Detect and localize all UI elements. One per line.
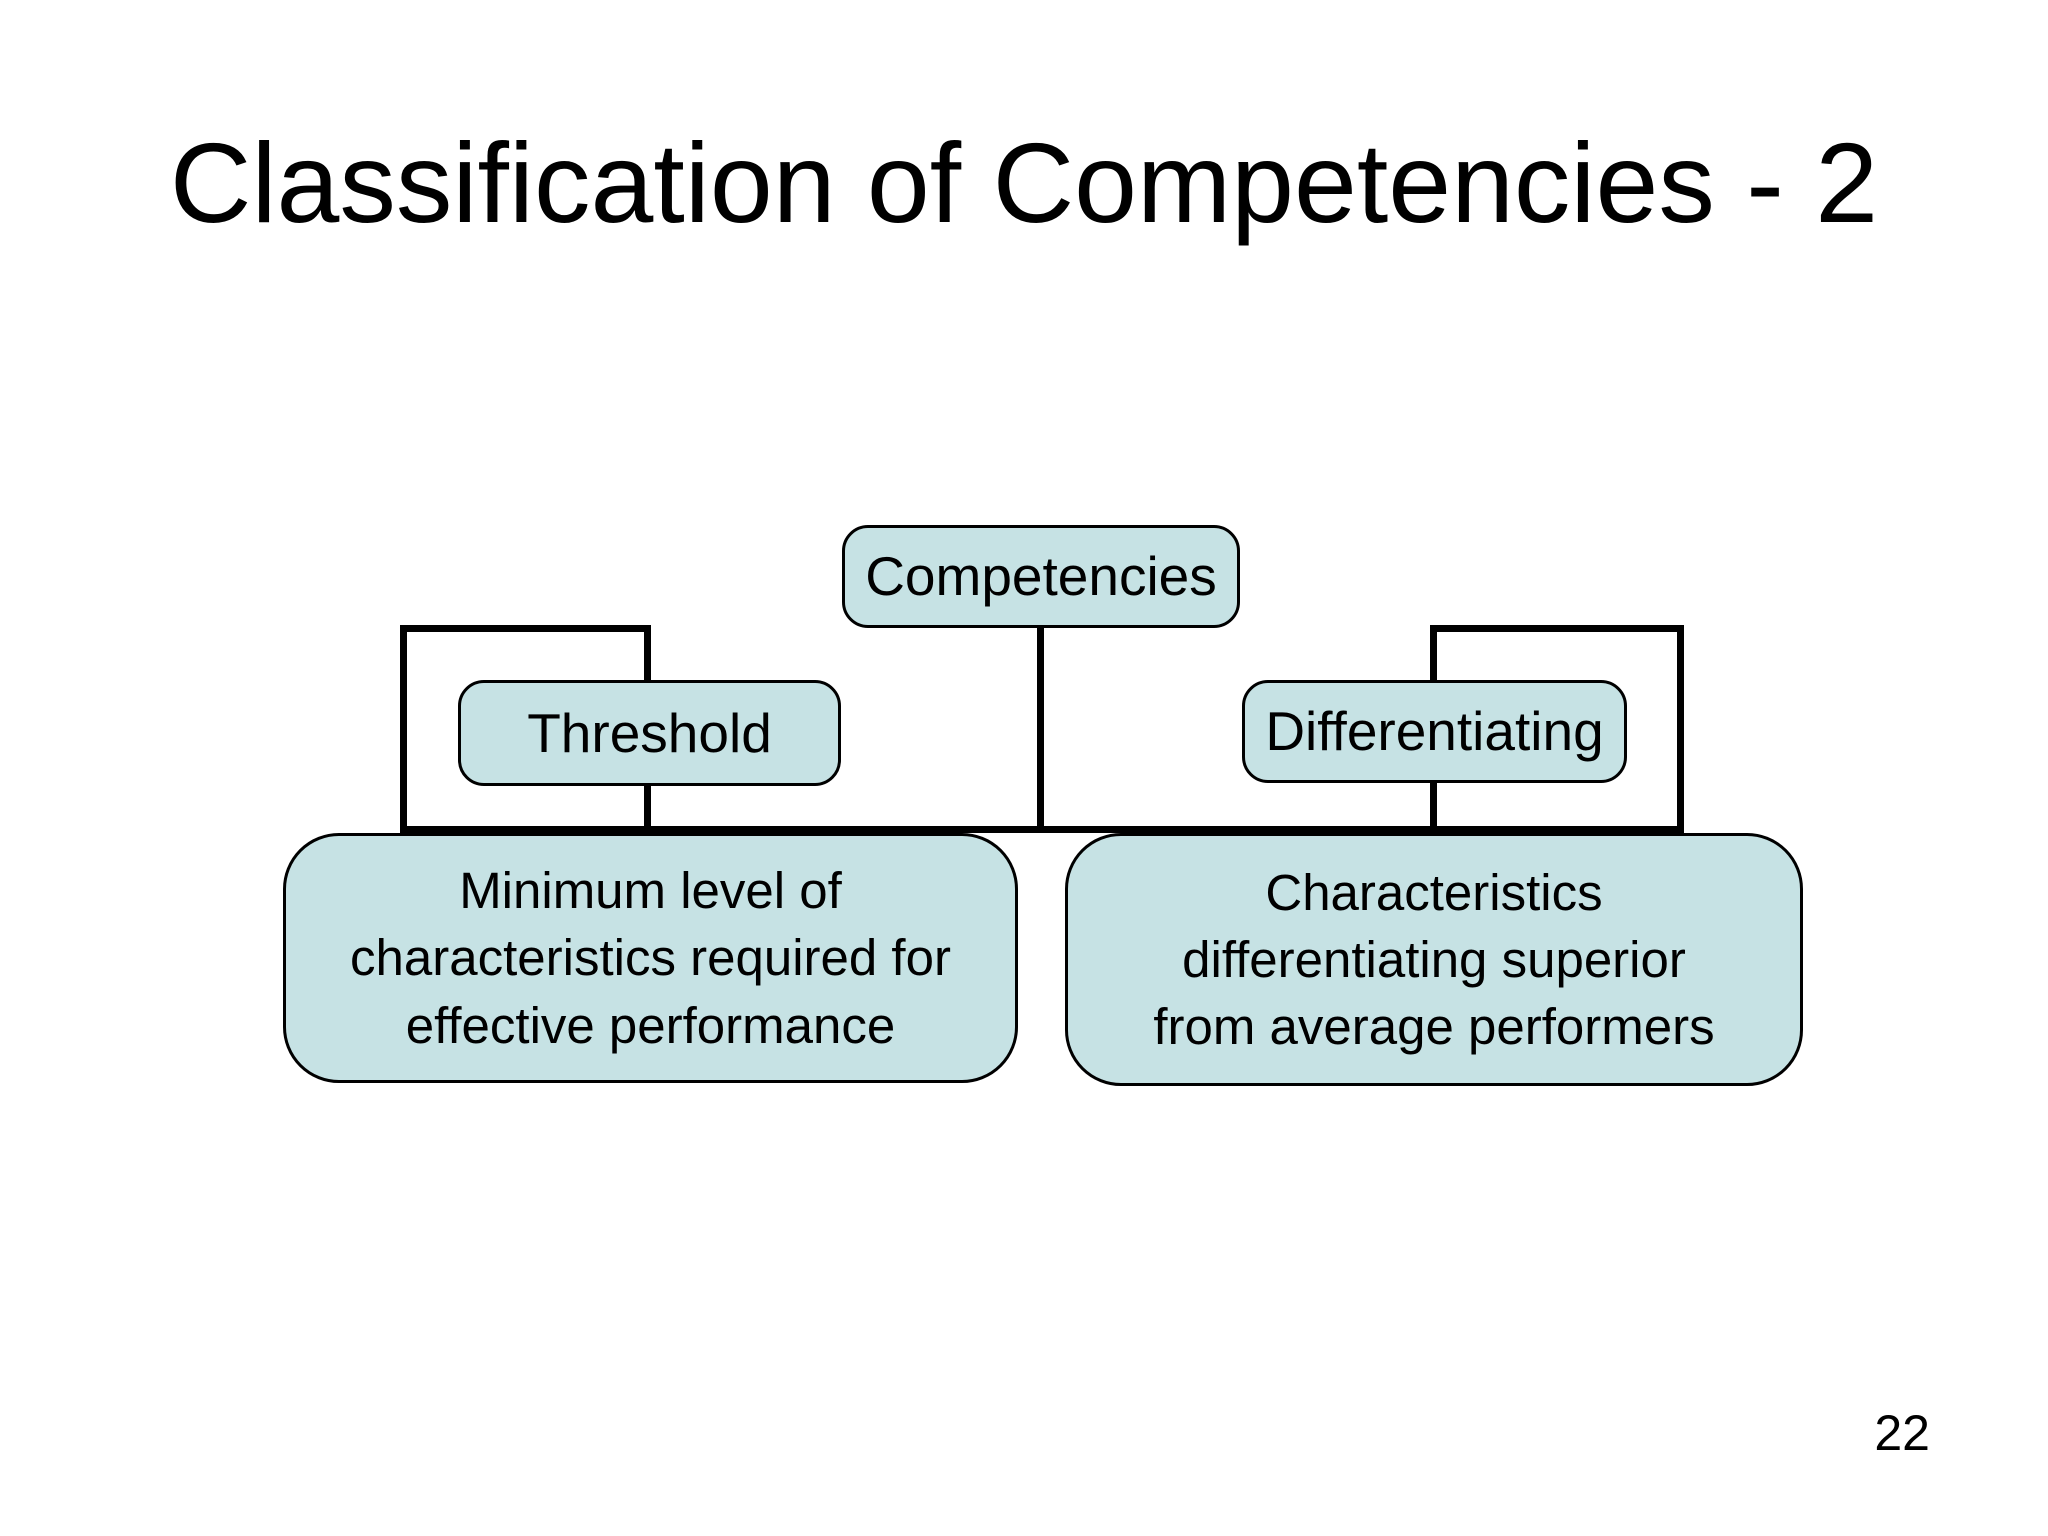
node-differentiating-description: Characteristics differentiating superior… <box>1065 833 1803 1086</box>
node-threshold: Threshold <box>458 680 841 786</box>
connector-center-stem <box>1037 626 1044 833</box>
node-threshold-label: Threshold <box>527 701 772 764</box>
node-differentiating-label: Differentiating <box>1265 700 1604 763</box>
slide-title: Classification of Competencies - 2 <box>169 120 1879 246</box>
connector-left-bracket-vertical <box>400 625 407 833</box>
page-number: 22 <box>1874 1405 1930 1461</box>
node-competencies: Competencies <box>842 525 1240 628</box>
node-differentiating: Differentiating <box>1242 680 1627 783</box>
differentiating-description-text: Characteristics differentiating superior… <box>1153 863 1715 1056</box>
node-competencies-label: Competencies <box>865 545 1217 608</box>
node-threshold-description: Minimum level of characteristics require… <box>283 833 1018 1083</box>
connector-right-bracket-top <box>1430 625 1684 632</box>
connector-right-bracket-vertical <box>1677 625 1684 833</box>
connector-left-bracket-top <box>400 625 651 632</box>
threshold-description-text: Minimum level of characteristics require… <box>350 862 951 1054</box>
